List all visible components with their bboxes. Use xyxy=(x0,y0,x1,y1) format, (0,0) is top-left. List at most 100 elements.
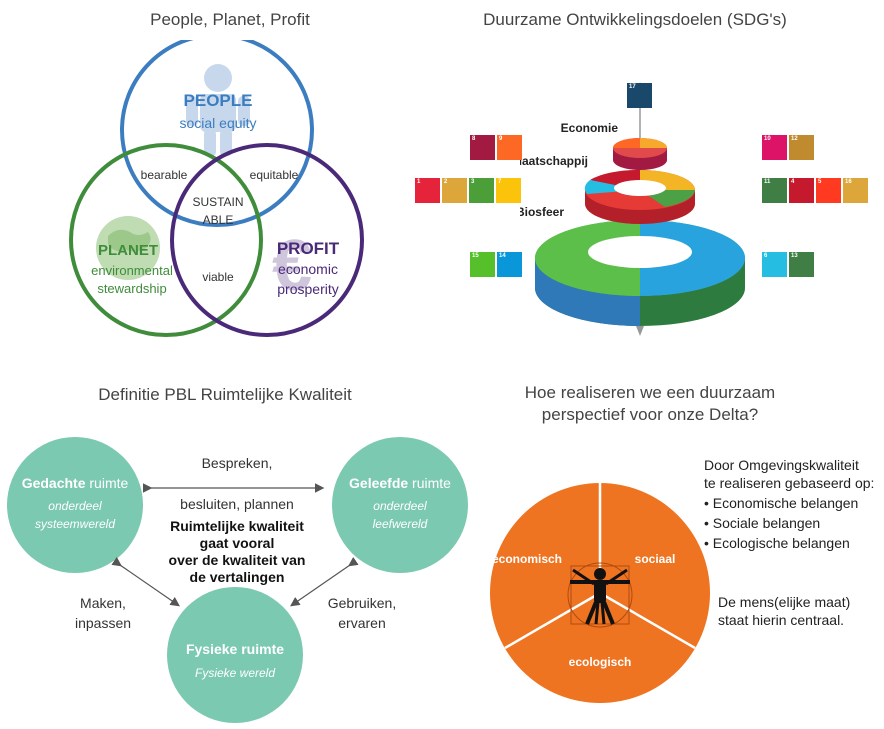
sdg-tile-16: 16 xyxy=(843,178,868,203)
planet-sub-2: stewardship xyxy=(97,281,166,296)
sdg-tile-number: 11 xyxy=(764,179,771,185)
economie-ring xyxy=(613,138,667,170)
sdg-tile-14: 14 xyxy=(497,252,522,277)
delta-note: De mens(elijke maat) staat hierin centra… xyxy=(718,593,878,629)
segment-divider-right xyxy=(599,591,696,650)
sdg-tile-8: 8 xyxy=(470,135,495,160)
geleefde-sub-1: onderdeel xyxy=(373,499,427,513)
segment-economisch: economisch xyxy=(492,552,562,566)
segment-ecologisch: ecologisch xyxy=(569,655,632,669)
sdg-tile-number: 3 xyxy=(471,179,475,185)
sdg-tile-number: 12 xyxy=(791,136,798,142)
sdg-tile-number: 10 xyxy=(764,136,771,142)
sdg-tile-10: 10 xyxy=(762,135,787,160)
maatschappij-ring xyxy=(584,169,695,224)
sdg-tile-3: 3 xyxy=(469,178,494,203)
sdg-tile-number: 16 xyxy=(845,179,852,185)
delta-intro-line-1: Door Omgevingskwaliteit xyxy=(704,457,859,473)
right-arrow-label-2: ervaren xyxy=(338,615,385,631)
delta-circle-diagram: economisch sociaal ecologisch xyxy=(490,483,710,703)
sdg-tile-number: 17 xyxy=(629,84,636,90)
center-statement-3: over de kwaliteit van xyxy=(169,552,306,568)
sdg-tile-2: 2 xyxy=(442,178,467,203)
layer-biosfeer-label: Biosfeer xyxy=(520,205,564,219)
sdg-tile-number: 14 xyxy=(499,253,506,259)
sdg-tile-number: 4 xyxy=(791,179,795,185)
segment-divider-left xyxy=(504,591,601,650)
arrow-right xyxy=(290,556,359,607)
planet-heading: PLANET xyxy=(98,242,158,259)
top-arrow-label-1: Bespreken, xyxy=(202,455,273,471)
fysieke-ruimte-circle xyxy=(167,587,303,723)
sdg-tile-6: 6 xyxy=(762,252,787,277)
center-statement-4: de vertalingen xyxy=(190,569,285,585)
equitable-label: equitable xyxy=(250,168,299,182)
people-circle xyxy=(120,40,314,227)
sdg-tile-17: 17 xyxy=(627,83,652,108)
ppp-title: People, Planet, Profit xyxy=(150,10,310,29)
sustainable-label-2: ABLE xyxy=(203,213,234,227)
delta-bullet-2: • Sociale belangen xyxy=(704,515,821,531)
viable-label: viable xyxy=(202,270,234,284)
sustainable-label-1: SUSTAIN xyxy=(192,195,243,209)
sdg-tile-number: 9 xyxy=(499,136,503,142)
planet-circle xyxy=(69,143,263,337)
planet-sub-1: environmental xyxy=(91,263,173,278)
sdg-tile-number: 1 xyxy=(417,179,421,185)
left-arrow-label-2: inpassen xyxy=(75,615,131,631)
fysieke-sub: Fysieke wereld xyxy=(195,666,275,680)
people-sub: social equity xyxy=(179,115,256,131)
profit-sub-2: prosperity xyxy=(277,281,338,297)
sdg-tile-4: 4 xyxy=(789,178,814,203)
fysieke-ruimte-title: Fysieke ruimte xyxy=(186,641,284,657)
sdg-tile-12: 12 xyxy=(789,135,814,160)
geleefde-ruimte-circle xyxy=(332,437,468,573)
bearable-label: bearable xyxy=(141,168,188,182)
sdg-tile-15: 15 xyxy=(470,252,495,277)
sdg-tile-7: 7 xyxy=(496,178,521,203)
geleefde-sub-2: leefwereld xyxy=(373,517,428,531)
layer-maatschappij-label: Maatschappij xyxy=(520,154,588,168)
sdg-tile-13: 13 xyxy=(789,252,814,277)
layer-economie-label: Economie xyxy=(561,121,619,135)
sdg-title: Duurzame Ontwikkelingsdoelen (SDG's) xyxy=(483,10,787,29)
delta-title-1: Hoe realiseren we een duurzaam xyxy=(524,383,776,402)
gedachte-sub-1: onderdeel xyxy=(48,499,102,513)
sdg-tile-number: 5 xyxy=(818,179,822,185)
euro-icon: € xyxy=(272,226,312,306)
sdg-wedding-cake-diagram: Economie Maatschappij Biosfeer xyxy=(520,82,745,336)
arrow-left xyxy=(111,556,180,607)
delta-intro-line-2: te realiseren gebaseerd op: xyxy=(704,475,875,491)
biosfeer-ring xyxy=(535,220,745,326)
right-arrow-label-1: Gebruiken, xyxy=(328,595,396,611)
profit-circle xyxy=(170,143,364,337)
center-statement-1: Ruimtelijke kwaliteit xyxy=(170,518,304,534)
sdg-tile-number: 2 xyxy=(444,179,448,185)
delta-note-line-1: De mens(elijke maat) xyxy=(718,594,851,610)
delta-title-2: perspectief voor onze Delta? xyxy=(541,405,759,424)
left-arrow-label-1: Maken, xyxy=(80,595,126,611)
delta-note-line-2: staat hierin centraal. xyxy=(718,612,845,628)
center-statement-2: gaat vooral xyxy=(200,535,275,551)
profit-sub-1: economic xyxy=(278,261,338,277)
axis-arrow-down-icon xyxy=(636,326,644,336)
sdg-tile-5: 5 xyxy=(816,178,841,203)
sdg-tile-number: 15 xyxy=(472,253,479,259)
sdg-tile-number: 13 xyxy=(791,253,798,259)
delta-bullet-3: • Ecologische belangen xyxy=(704,535,850,551)
person-icon xyxy=(186,64,250,156)
ppp-venn-diagram: € PEOPLE social equity PLANET environmen… xyxy=(69,40,364,337)
top-arrow-label-2: besluiten, plannen xyxy=(180,496,294,512)
pbl-title: Definitie PBL Ruimtelijke Kwaliteit xyxy=(98,385,352,404)
globe-icon xyxy=(96,216,160,280)
segment-sociaal: sociaal xyxy=(635,552,676,566)
profit-heading: PROFIT xyxy=(277,239,340,258)
geleefde-ruimte-title: Geleefde ruimte xyxy=(349,475,451,491)
gedachte-sub-2: systeemwereld xyxy=(35,517,115,531)
people-heading: PEOPLE xyxy=(184,91,253,110)
sdg-tile-number: 6 xyxy=(764,253,768,259)
pbl-diagram: Gedachte ruimte onderdeel systeemwereld … xyxy=(7,437,468,723)
vitruvian-man-icon xyxy=(567,562,633,628)
sdg-tile-11: 11 xyxy=(762,178,787,203)
gedachte-ruimte-title: Gedachte ruimte xyxy=(22,475,129,491)
